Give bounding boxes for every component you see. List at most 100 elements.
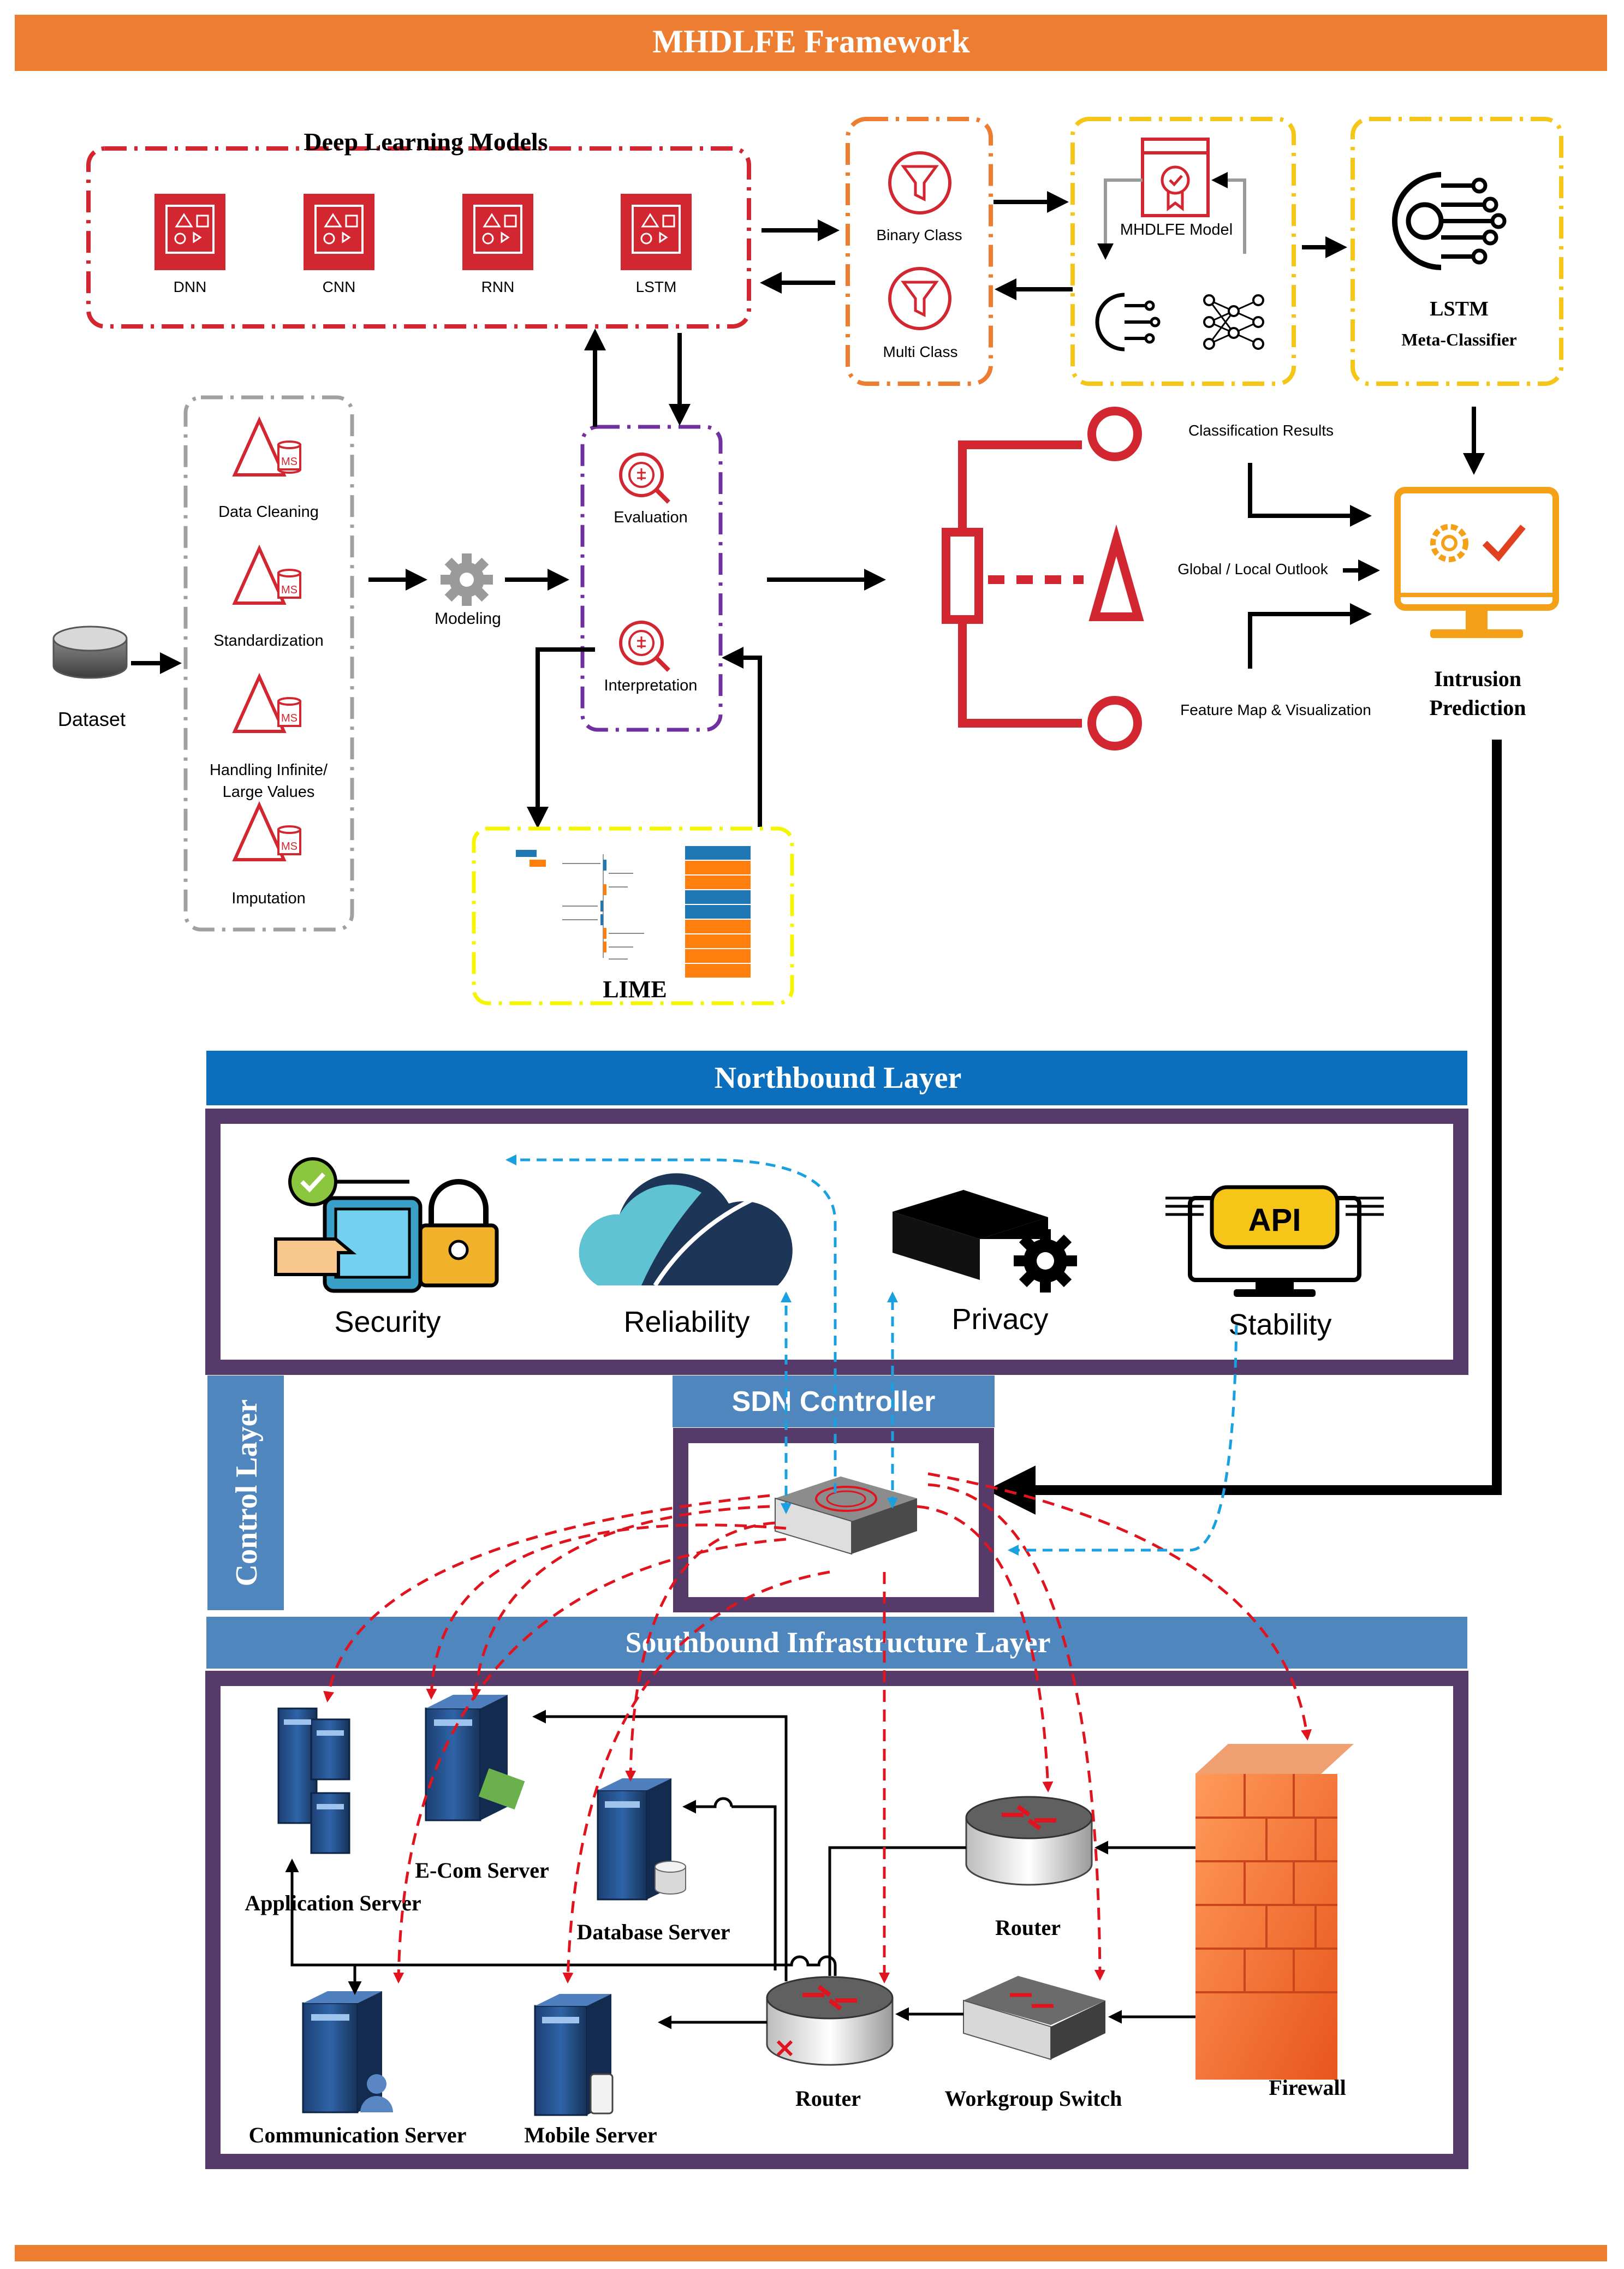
- model-lstm: LSTM: [621, 194, 692, 295]
- prep-imputation: Imputation: [231, 890, 305, 907]
- model-label: DNN: [174, 278, 207, 295]
- privacy-box-gear-icon: [893, 1190, 1077, 1293]
- sdn-switch-icon: [775, 1476, 917, 1555]
- db-server-label: Database Server: [576, 1920, 730, 1944]
- switch-label: Workgroup Switch: [945, 2086, 1122, 2111]
- modeling-label: Modeling: [435, 610, 501, 628]
- multi-class-label: Multi Class: [883, 343, 958, 360]
- magnifier-bug-icon-evaluation: [619, 452, 670, 504]
- svg-text:MS: MS: [281, 712, 298, 724]
- southbound-header: [206, 1617, 1467, 1669]
- arrow-feature-to-intrusion: [1248, 603, 1372, 669]
- reliability-label: Reliability: [623, 1306, 749, 1338]
- northbound-title: Northbound Layer: [715, 1061, 962, 1095]
- sdn-northbound-links: [505, 1154, 1238, 1556]
- binary-class-label: Binary Class: [876, 227, 962, 243]
- global-local-outlook-label: Global / Local Outlook: [1177, 561, 1328, 577]
- database-server-icon: [597, 1778, 686, 1901]
- prep-standardization: Standardization: [213, 632, 324, 650]
- meta-classifier-box: [1351, 117, 1563, 386]
- api-label: API: [1248, 1202, 1301, 1238]
- lime-label: LIME: [603, 976, 667, 1003]
- output-branch-structure: [942, 407, 1144, 751]
- workgroup-switch-icon: [963, 1976, 1105, 2060]
- firewall-icon: [1195, 1744, 1354, 2080]
- lime-box: [472, 826, 794, 1005]
- intrusion-line2: Prediction: [1429, 695, 1526, 720]
- ms-icon-standardization: MS: [232, 544, 301, 605]
- model-dnn: DNN: [154, 194, 225, 295]
- control-layer-bar: [207, 1375, 284, 1610]
- sdn-controller-header: [673, 1375, 995, 1427]
- svg-text:MS: MS: [281, 456, 298, 468]
- prep-large-values: Large Values: [223, 783, 315, 801]
- ecom-server-label: E-Com Server: [415, 1858, 549, 1883]
- security-icon: [274, 1157, 499, 1293]
- ai-gear-icon: [1095, 293, 1161, 352]
- certificate-icon: [1141, 138, 1210, 217]
- sdn-control-links: [323, 1472, 1312, 1984]
- mobile-server-icon: [534, 1994, 614, 2116]
- arrow-interp-to-lime: [527, 647, 595, 829]
- mhdlfe-model-label: MHDLFE Model: [1120, 221, 1233, 239]
- prep-handling-infinite: Handling Infinite/: [210, 761, 328, 779]
- communication-server-icon: [302, 1991, 393, 2113]
- ai-brain-gear-icon: [1392, 172, 1507, 270]
- arrow-intrusion-to-sdn: [986, 740, 1502, 1515]
- api-monitor-icon: API: [1165, 1185, 1384, 1297]
- meta-classifier-line2: Meta-Classifier: [1401, 330, 1516, 349]
- loop-arrow-right: [1211, 172, 1246, 254]
- ms-icon-handling-infinite: MS: [232, 672, 301, 733]
- southbound-title: Southbound Infrastructure Layer: [625, 1626, 1050, 1659]
- arrow-classification-to-intrusion: [1248, 463, 1372, 527]
- classification-results-label: Classification Results: [1188, 422, 1334, 439]
- loop-arrow-left: [1097, 178, 1143, 260]
- dataset-icon: [52, 626, 128, 679]
- svg-text:MS: MS: [281, 584, 298, 596]
- security-label: Security: [334, 1306, 441, 1338]
- northbound-header: [206, 1051, 1467, 1105]
- ecom-server-icon: [425, 1695, 525, 1821]
- interpretation-label: Interpretation: [604, 677, 698, 694]
- meta-classifier-line1: LSTM: [1430, 297, 1489, 320]
- model-cnn: CNN: [304, 194, 374, 295]
- model-label: RNN: [481, 278, 515, 295]
- reliability-cloud-icon: [579, 1173, 793, 1287]
- control-layer-label: Control Layer: [230, 1399, 264, 1587]
- comm-server-label: Communication Server: [249, 2123, 467, 2147]
- arrow-lime-to-interp: [722, 647, 762, 827]
- binary-class-icon: [888, 151, 951, 215]
- lime-explanation-chart: [516, 846, 751, 978]
- classes-box: [846, 117, 993, 386]
- feature-map-label: Feature Map & Visualization: [1180, 701, 1371, 718]
- main-router-label: Router: [795, 2086, 861, 2111]
- gear-icon: [441, 553, 493, 606]
- mobile-server-label: Mobile Server: [524, 2123, 657, 2147]
- top-router-label: Router: [995, 1915, 1061, 1940]
- prep-data-cleaning: Data Cleaning: [218, 503, 319, 521]
- mhdlfe-model-box: [1070, 117, 1296, 386]
- deep-learning-box: [86, 146, 751, 329]
- intrusion-line1: Intrusion: [1434, 666, 1521, 691]
- application-server-icon: [277, 1707, 350, 1854]
- bottom-bar: [15, 2245, 1607, 2261]
- preprocessing-box: [183, 395, 354, 932]
- privacy-label: Privacy: [951, 1303, 1048, 1336]
- deep-learning-title: Deep Learning Models: [304, 128, 548, 156]
- svg-text:MS: MS: [281, 841, 298, 853]
- evaluation-box: [580, 425, 723, 732]
- ms-icon-data-cleaning: MS: [232, 416, 301, 477]
- multi-class-icon: [888, 267, 951, 330]
- sdn-controller-title: SDN Controller: [732, 1386, 936, 1418]
- magnifier-bug-icon-interpretation: [619, 621, 670, 672]
- main-router-icon: [766, 1976, 894, 2066]
- neural-network-icon: [1203, 294, 1264, 350]
- title-bar: [15, 15, 1607, 71]
- monitor-check-icon: [1394, 487, 1559, 638]
- ms-icon-imputation: MS: [232, 801, 301, 861]
- firewall-label: Firewall: [1269, 2075, 1346, 2100]
- model-label: CNN: [323, 278, 356, 295]
- page-title: MHDLFE Framework: [652, 23, 970, 59]
